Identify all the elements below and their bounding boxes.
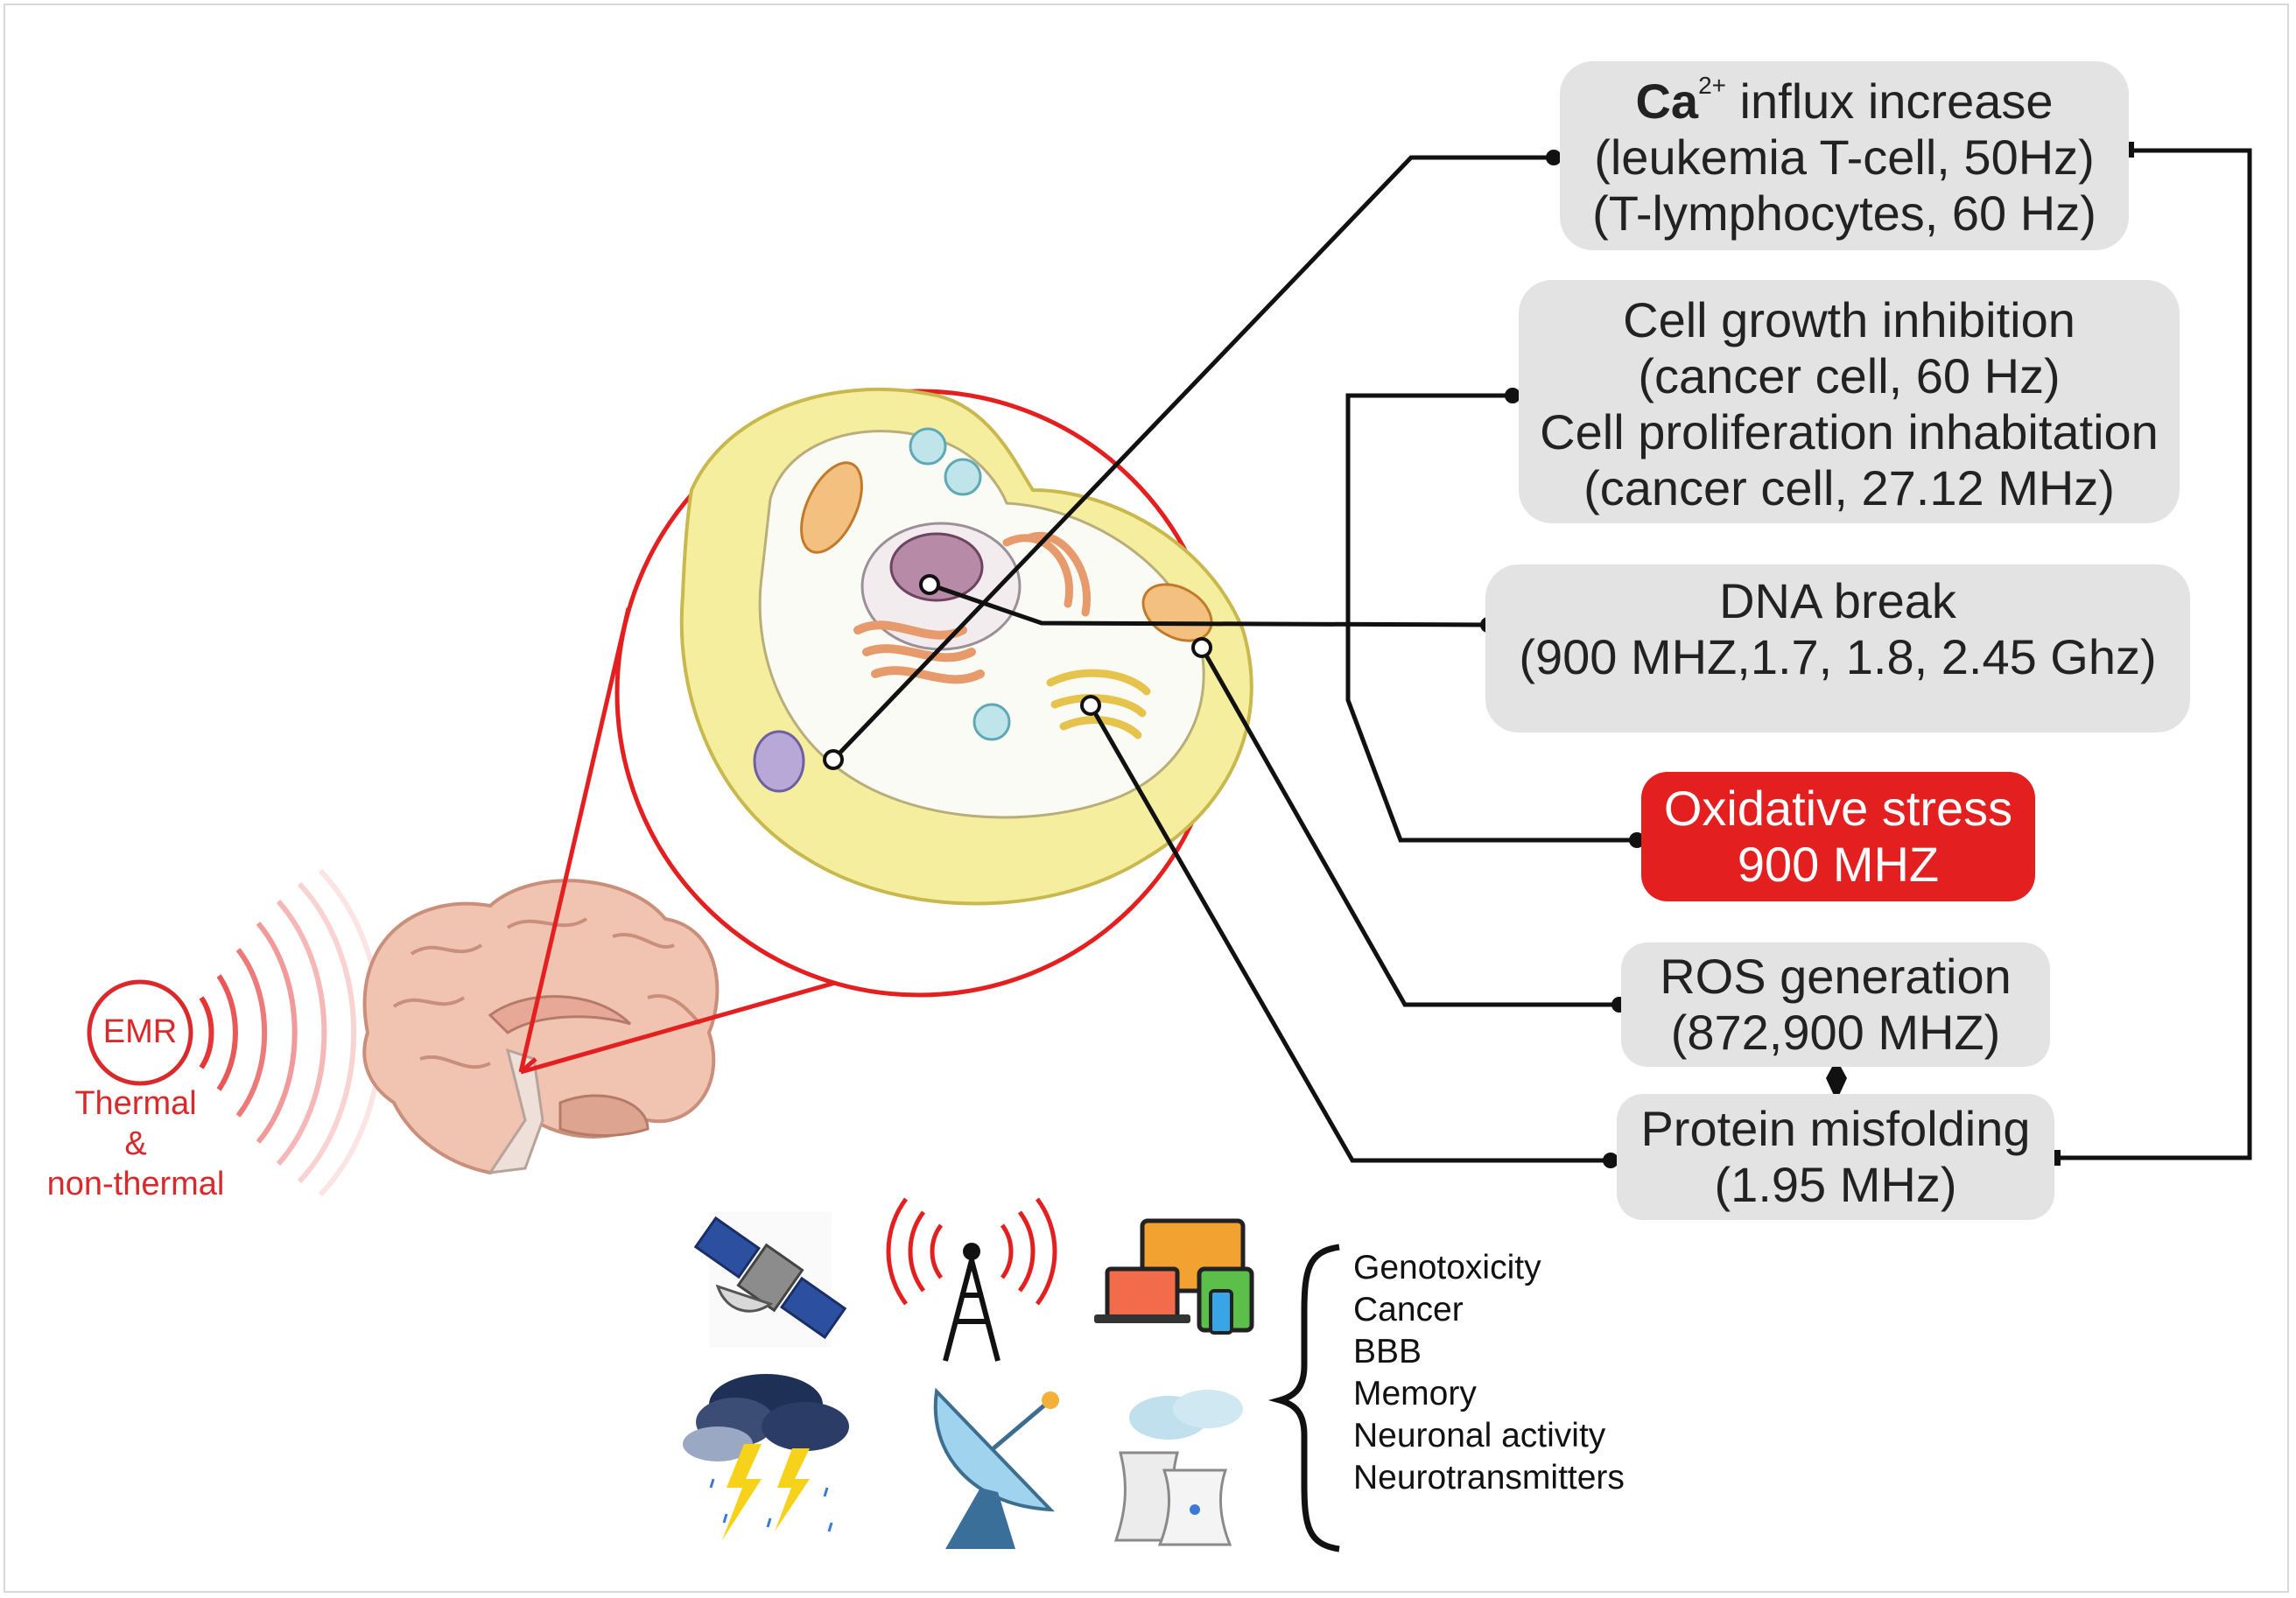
brain-icon — [362, 879, 720, 1175]
calcium-title-text: influx increase — [1726, 74, 2054, 129]
curly-brace — [1267, 1244, 1340, 1552]
radio-tower-icon — [886, 1197, 1057, 1362]
oxidative-line2: 900 MHZ — [1737, 837, 1940, 892]
dna-line1: DNA break — [1719, 573, 1956, 628]
health-effect-item: Neuronal activity — [1353, 1417, 1606, 1454]
oxidative-line1: Oxidative stress — [1663, 781, 2013, 836]
connectors — [832, 148, 2252, 1163]
health-effects-list: Genotoxicity Cancer BBB Memory Neuronal … — [1353, 1247, 1625, 1499]
cell-icon — [679, 387, 1253, 906]
protein-line1: Protein misfolding — [1640, 1101, 2031, 1156]
growth-line2: (cancer cell, 60 Hz) — [1638, 348, 2061, 403]
satellite-dish-icon — [933, 1387, 1059, 1549]
growth-line4: (cancer cell, 27.12 MHz) — [1583, 460, 2115, 515]
health-effect-item: Memory — [1353, 1375, 1477, 1412]
emr-circle — [87, 979, 193, 1086]
ros-line2: (872,900 MHZ) — [1670, 1005, 2001, 1060]
satellite-icon — [693, 1212, 847, 1348]
cell-growth-box: Cell growth inhibition (cancer cell, 60 … — [1519, 280, 2180, 523]
protein-misfolding-box: Protein misfolding (1.95 MHz) — [1617, 1094, 2054, 1220]
health-effect-item: Cancer — [1353, 1291, 1464, 1328]
power-plant-icon — [1113, 1390, 1243, 1546]
emr-thermal-text: Thermal — [74, 1085, 197, 1122]
calcium-symbol: Ca — [1635, 74, 1699, 129]
oxidative-stress-box: Oxidative stress 900 MHZ — [1641, 772, 2035, 901]
ros-generation-box: ROS generation (872,900 MHZ) — [1621, 943, 2050, 1067]
health-effect-item: Neurotransmitters — [1353, 1459, 1625, 1496]
dna-line2: (900 MHZ,1.7, 1.8, 2.45 Ghz) — [1519, 629, 2157, 684]
devices-icon — [1094, 1218, 1254, 1335]
emr-ampersand-text: & — [124, 1125, 147, 1162]
health-effect-item: Genotoxicity — [1353, 1249, 1541, 1286]
zoom-line-left — [518, 607, 631, 1073]
zoom-line-right — [520, 969, 876, 1075]
calcium-line3: (T-lymphocytes, 60 Hz) — [1592, 186, 2096, 241]
figure-border — [4, 4, 2289, 1593]
protein-line2: (1.95 MHz) — [1714, 1157, 1957, 1212]
calcium-influx-box: Ca2+ influx increase (leukemia T-cell, 5… — [1560, 61, 2129, 250]
emr-nonthermal-text: non-thermal — [46, 1166, 225, 1202]
dna-break-box: DNA break (900 MHZ,1.7, 1.8, 2.45 Ghz) — [1485, 564, 2190, 732]
calcium-line2: (leukemia T-cell, 50Hz) — [1594, 130, 2095, 185]
growth-line1: Cell growth inhibition — [1623, 292, 2075, 347]
calcium-title: Ca2+ influx increase — [1560, 74, 2129, 130]
thunderstorm-icon — [683, 1374, 849, 1540]
growth-line3: Cell proliferation inhabitation — [1540, 404, 2159, 459]
health-effect-item: BBB — [1353, 1333, 1422, 1370]
emr-label: EMR — [102, 1013, 178, 1050]
calcium-charge: 2+ — [1698, 72, 1726, 99]
ros-line1: ROS generation — [1660, 949, 2012, 1004]
